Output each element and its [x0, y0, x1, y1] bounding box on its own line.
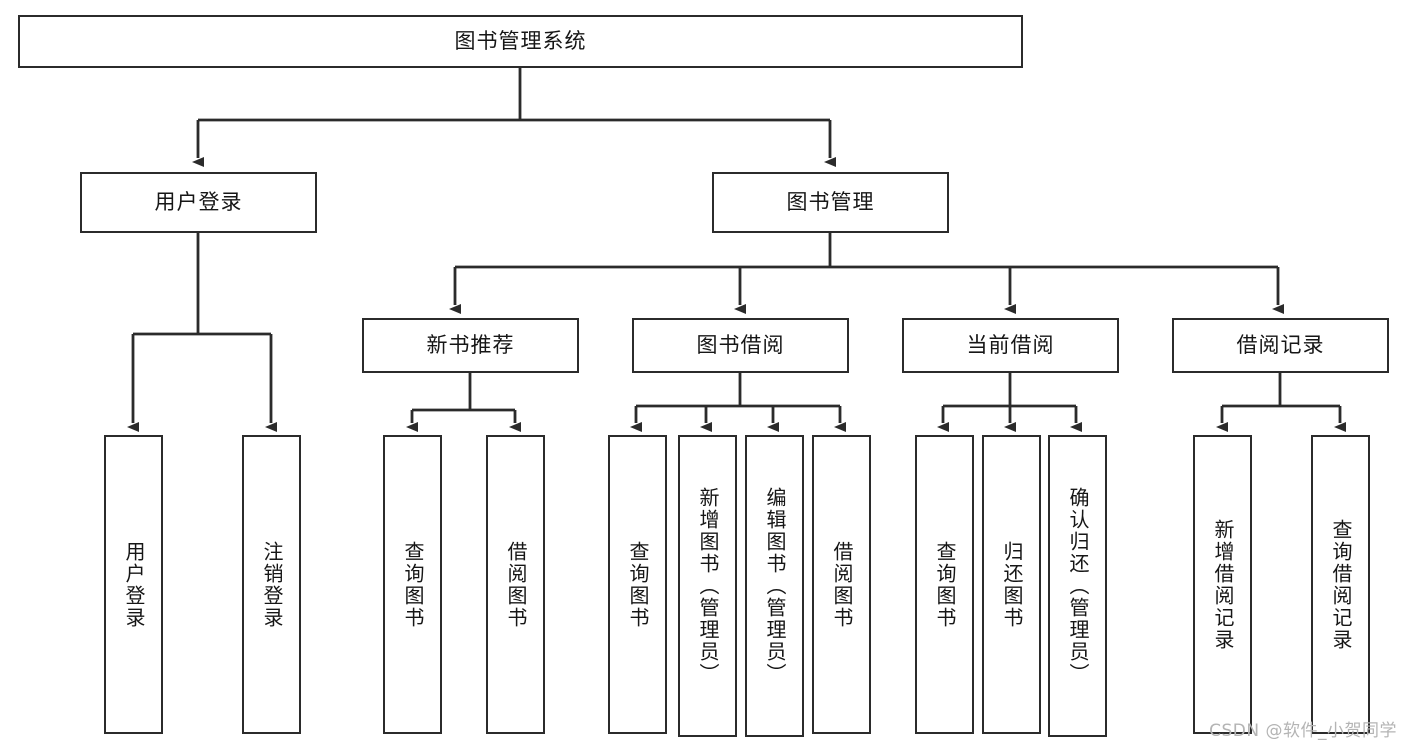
leaf-add-borrow-record-label: 新增借阅记录: [1211, 518, 1235, 651]
node-root[interactable]: 图书管理系统: [18, 15, 1023, 68]
leaf-query-book-newbooks[interactable]: 查询图书: [383, 435, 442, 734]
leaf-add-borrow-record[interactable]: 新增借阅记录: [1193, 435, 1252, 734]
node-borrow-records[interactable]: 借阅记录: [1172, 318, 1389, 373]
leaf-query-book-borrow-label: 查询图书: [626, 540, 650, 629]
leaf-user-login[interactable]: 用户登录: [104, 435, 163, 734]
leaf-edit-book-admin-label: 编辑图书（管理员）: [763, 487, 787, 685]
leaf-borrow-book-newbooks[interactable]: 借阅图书: [486, 435, 545, 734]
node-borrow-records-label: 借阅记录: [1236, 333, 1325, 358]
leaf-query-borrow-record[interactable]: 查询借阅记录: [1311, 435, 1370, 734]
node-current-borrow[interactable]: 当前借阅: [902, 318, 1119, 373]
leaf-query-book-current-label: 查询图书: [933, 540, 957, 629]
node-book-borrow-label: 图书借阅: [696, 333, 785, 358]
node-new-book-recommend-label: 新书推荐: [426, 333, 515, 358]
leaf-logout[interactable]: 注销登录: [242, 435, 301, 734]
leaf-query-book-newbooks-label: 查询图书: [401, 540, 425, 629]
leaf-confirm-return-admin[interactable]: 确认归还（管理员）: [1048, 435, 1107, 737]
leaf-user-login-label: 用户登录: [122, 540, 146, 629]
node-root-label: 图书管理系统: [454, 29, 587, 54]
node-user-login[interactable]: 用户登录: [80, 172, 317, 233]
node-book-borrow[interactable]: 图书借阅: [632, 318, 849, 373]
node-book-management-label: 图书管理: [786, 190, 875, 215]
node-book-management[interactable]: 图书管理: [712, 172, 949, 233]
leaf-query-book-borrow[interactable]: 查询图书: [608, 435, 667, 734]
leaf-logout-label: 注销登录: [260, 540, 284, 629]
leaf-borrow-book-newbooks-label: 借阅图书: [504, 540, 528, 629]
leaf-edit-book-admin[interactable]: 编辑图书（管理员）: [745, 435, 804, 737]
node-current-borrow-label: 当前借阅: [966, 333, 1055, 358]
leaf-query-borrow-record-label: 查询借阅记录: [1329, 518, 1353, 651]
leaf-query-book-current[interactable]: 查询图书: [915, 435, 974, 734]
leaf-return-book-label: 归还图书: [1000, 540, 1024, 629]
leaf-borrow-book-borrow[interactable]: 借阅图书: [812, 435, 871, 734]
leaf-borrow-book-borrow-label: 借阅图书: [830, 540, 854, 629]
leaf-add-book-admin[interactable]: 新增图书（管理员）: [678, 435, 737, 737]
leaf-return-book[interactable]: 归还图书: [982, 435, 1041, 734]
node-new-book-recommend[interactable]: 新书推荐: [362, 318, 579, 373]
leaf-confirm-return-admin-label: 确认归还（管理员）: [1066, 487, 1090, 685]
node-user-login-label: 用户登录: [154, 190, 243, 215]
leaf-add-book-admin-label: 新增图书（管理员）: [696, 487, 720, 685]
